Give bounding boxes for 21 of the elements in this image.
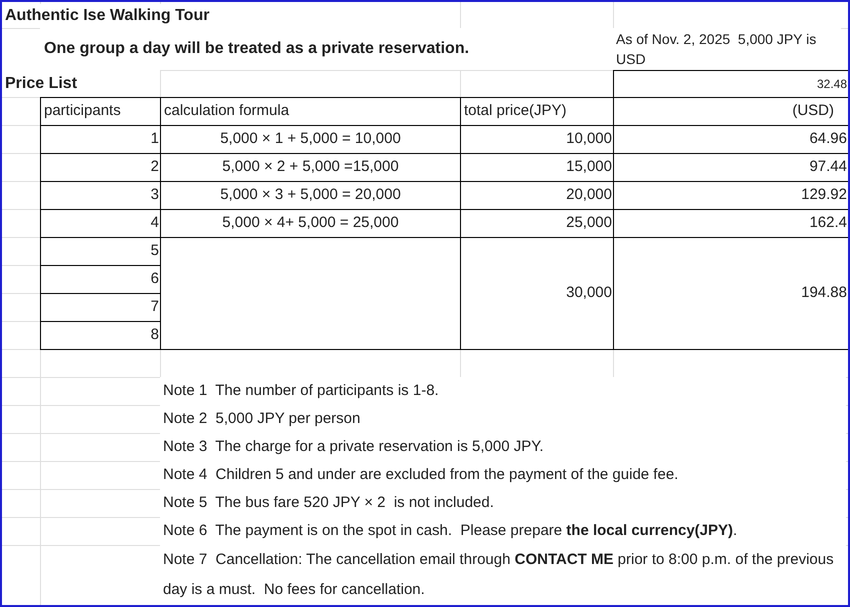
subtitle-text: One group a day will be treated as a private reservation. bbox=[43, 39, 470, 59]
note-text: Note 6 The payment is on the spot in cash. Please prepare the local currency(JPY). bbox=[163, 521, 738, 541]
table-cell: 8 bbox=[40, 321, 161, 350]
note-text: As of Nov. 2, 2025 5,000 JPY is USD bbox=[616, 30, 818, 69]
table-cell: 2 bbox=[40, 153, 161, 182]
note-text: Note 3 The charge for a private reservation is 5,000 JPY. bbox=[163, 437, 544, 457]
table-cell: 4 bbox=[40, 209, 161, 238]
table-cell: 3 bbox=[40, 181, 161, 210]
section-heading: Price List bbox=[5, 74, 78, 94]
note-text: Note 5 The bus fare 520 JPY × 2 is not included. bbox=[163, 493, 494, 513]
table-cell: 5 bbox=[40, 237, 161, 266]
note-text: Note 2 5,000 JPY per person bbox=[163, 409, 360, 429]
note-text: Note 4 Children 5 and under are excluded from the payment of the guide fee. bbox=[163, 465, 678, 485]
title-text: Authentic Ise Walking Tour bbox=[5, 4, 210, 28]
table-cell: 7 bbox=[40, 293, 161, 322]
note-text: Note 1 The number of participants is 1-8. bbox=[163, 381, 439, 401]
table-cell: 1 bbox=[40, 125, 161, 154]
note-text: Note 7 Cancellation: The cancellation email through CONTACT ME prior to 8:00 p.m. of the previous day is a must. No fees for cancellation. bbox=[163, 550, 835, 600]
header-cell: participants bbox=[40, 97, 161, 126]
table-cell: 32.48 bbox=[613, 70, 849, 98]
table-cell: 6 bbox=[40, 265, 161, 294]
